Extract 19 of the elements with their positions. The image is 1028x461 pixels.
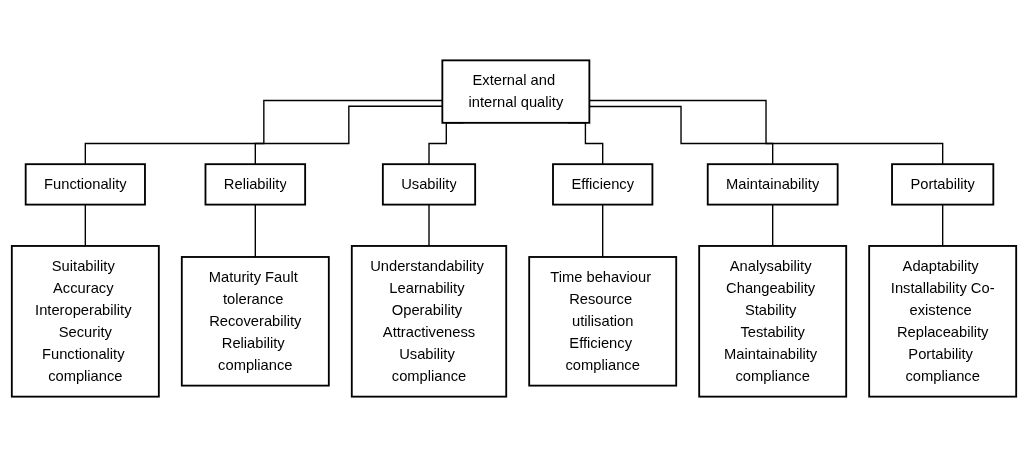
- node-box: Maintainability: [706, 163, 839, 206]
- connector: [772, 203, 774, 247]
- node-box: External and internal quality: [441, 59, 591, 124]
- node-box: Suitability Accuracy Interoperability Security Functionality compliance: [10, 245, 160, 398]
- node-box: Time behaviour Resource utilisation Efficiency compliance: [528, 256, 678, 387]
- connector: [428, 203, 430, 247]
- node-box: Understandability Learnability Operability Attractiveness Usability compliance: [350, 245, 508, 398]
- connector: [254, 203, 256, 258]
- node-box: Portability: [891, 163, 995, 206]
- node-box: Analysability Changeability Stability Testability Maintainability compliance: [698, 245, 848, 398]
- connector: [84, 203, 86, 247]
- node-box: Reliability: [204, 163, 307, 206]
- connector: [602, 203, 604, 258]
- node-box: Adaptability Installability Co-existence Replaceability Portability compliance: [868, 245, 1018, 398]
- node-box: Usability: [381, 163, 477, 206]
- connector: [942, 203, 944, 247]
- node-box: Efficiency: [552, 163, 654, 206]
- node-box: Maturity Fault tolerance Recoverability Reliability compliance: [180, 256, 330, 387]
- node-box: Functionality: [24, 163, 146, 206]
